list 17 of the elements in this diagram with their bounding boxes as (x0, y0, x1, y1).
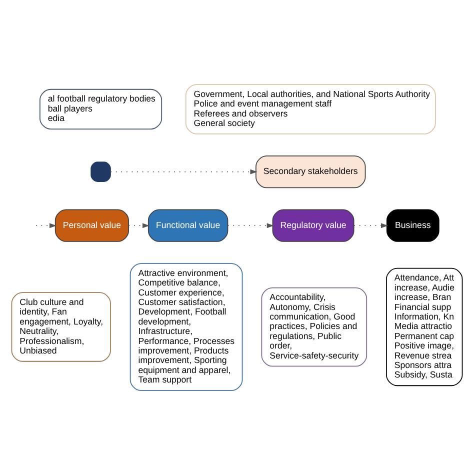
arrow (36, 222, 57, 228)
node-box: Attendance, Att increase, Audie increase, Bran Financial supp Information, Kn Media attractio Permanent cap Positive image, Revenue strea Sponsors attra Subsidy, Susta (386, 267, 463, 386)
node-box: Accountability, Autonomy, Crisis communication, Good practices, Policies and regulations, Public order, Service-safety-security (261, 286, 368, 366)
node-box: Business (386, 208, 440, 242)
node-box (90, 161, 111, 182)
node-box: Regulatory value (272, 208, 354, 242)
arrow (128, 222, 150, 228)
node-box: al football regulatory bodies ball players edia (40, 88, 162, 129)
arrow (110, 168, 258, 174)
node-box: Secondary stakeholders (256, 155, 366, 188)
arrow (354, 222, 388, 228)
node-box: Government, Local authorities, and National Sports Authority Police and event management staff Referees and observers General society (185, 84, 436, 134)
node-box: Attractive environment, Competitive balance, Customer experience, Customer satisfaction, Development, Football development, Infrastructure, Performance, Processes improvement, Products improvement, Sporting equipment and apparel, Team support (130, 262, 243, 390)
node-box: Personal value (54, 208, 129, 242)
node-box: Club culture and identity, Fan engagement, Loyalty, Neutrality, Professionalism, Unbiased (11, 292, 111, 362)
arrow (227, 222, 274, 228)
node-box: Functional value (148, 208, 228, 242)
